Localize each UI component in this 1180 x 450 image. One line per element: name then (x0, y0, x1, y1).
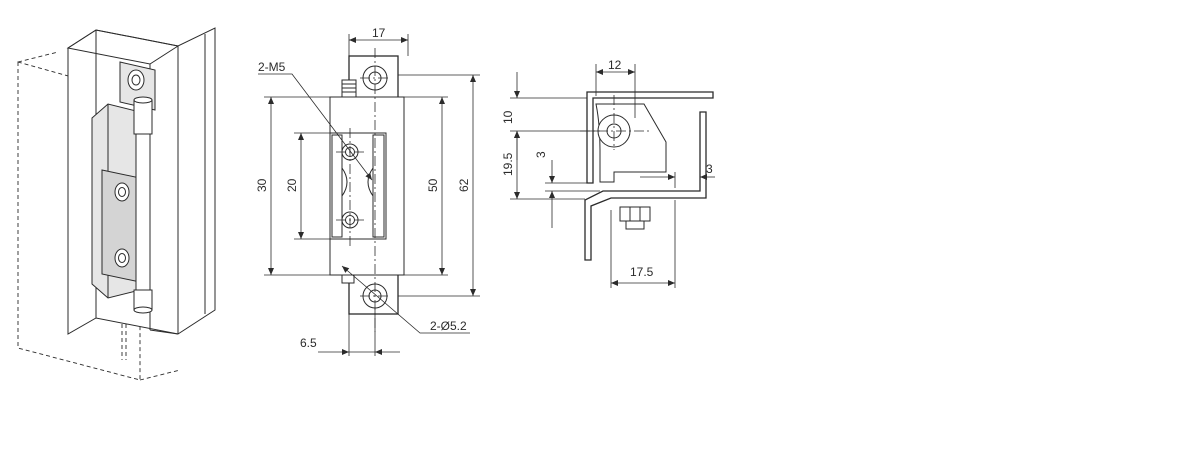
dim-50: 50 (426, 178, 440, 192)
hinge-body (91, 103, 141, 299)
thread-callout: 2-M5 (258, 60, 286, 74)
dim-17: 17 (372, 26, 386, 40)
side-nut (619, 206, 651, 230)
side-door-bracket (584, 111, 707, 261)
hinge-pin (133, 96, 153, 314)
dim-6-5: 6.5 (300, 336, 317, 350)
dim-62: 62 (457, 178, 471, 192)
front-view: 17 2-M5 30 20 50 62 2-Ø5.2 6.5 (255, 26, 480, 356)
dim-10: 10 (501, 110, 515, 124)
hole-callout: 2-Ø5.2 (430, 319, 467, 333)
dim-19-5: 19.5 (501, 152, 515, 176)
dim-3-left: 3 (534, 151, 548, 158)
dim-20: 20 (285, 178, 299, 192)
pin-bottom (341, 274, 355, 284)
dim-12: 12 (608, 58, 622, 72)
side-view: 12 10 19.5 3 3 17.5 (501, 58, 715, 288)
leaf-slot (329, 132, 387, 240)
dim-30: 30 (255, 178, 269, 192)
side-frame-bracket (586, 91, 714, 184)
dim-3-right: 3 (706, 162, 713, 176)
front-hinge-body (329, 96, 405, 276)
dim-17-5: 17.5 (630, 265, 654, 279)
isometric-view (17, 27, 216, 381)
